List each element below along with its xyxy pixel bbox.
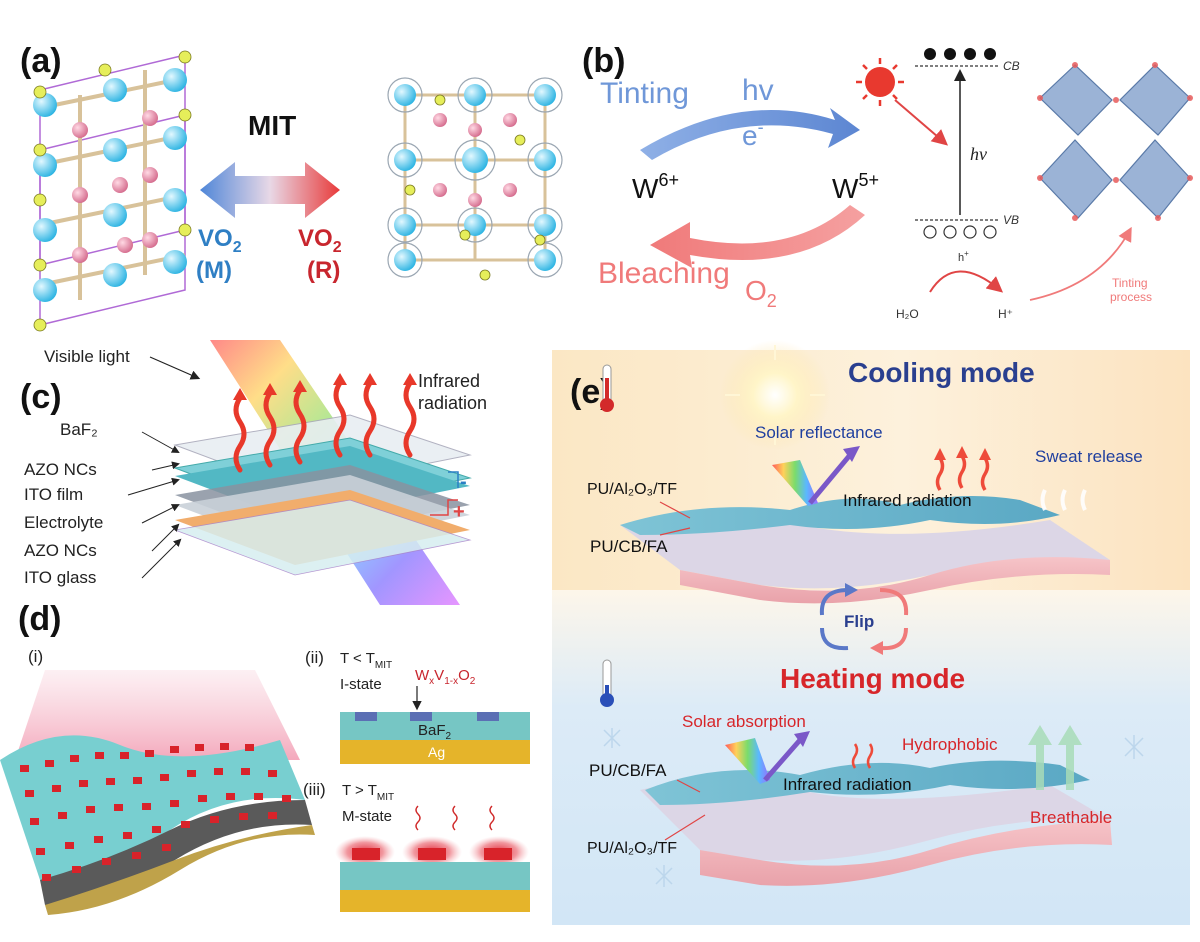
plus-sign: + [453, 501, 465, 523]
pu-cb-fa-top-label: PU/CB/FA [590, 537, 668, 556]
panel-c: (c) Visible light Infr [20, 340, 487, 605]
m-state-waves [415, 805, 495, 831]
solar-reflectance-label: Solar reflectance [755, 423, 883, 442]
bleaching-arrow [650, 205, 865, 268]
w6-label: W6+ [632, 170, 679, 204]
infrared-radiation-top-label: Infrared radiation [843, 491, 972, 510]
sun-glow [720, 340, 830, 450]
layer-labels: BaF₂ AZO NCs ITO film Electrolyte AZO NC… [24, 420, 103, 587]
electron-label: e- [742, 117, 764, 151]
infrared-arrows-heating [851, 743, 874, 769]
vo2-m-lattice [33, 50, 192, 332]
infrared-radiation-bottom-label: Infrared radiation [783, 775, 912, 794]
vo2-r-formula: VO2 [298, 225, 342, 256]
cond-iii: T > TMIT [342, 782, 394, 803]
pu-cb-fa-bottom-label: PU/CB/FA [589, 761, 667, 780]
bleaching-label: Bleaching [598, 257, 730, 290]
sweat-release-label: Sweat release [1035, 447, 1143, 466]
svg-text:Electrolyte: Electrolyte [24, 513, 103, 532]
metasurface [0, 735, 315, 915]
breathable-arrows [1028, 725, 1082, 790]
svg-text:ITO film: ITO film [24, 485, 83, 504]
svg-text:ITO glass: ITO glass [24, 568, 96, 587]
o2-label: O2 [745, 275, 777, 311]
breathable-label: Breathable [1030, 808, 1112, 827]
panel-d-sub-ii: (ii) [305, 648, 324, 667]
m-state-label: M-state [342, 808, 392, 825]
cond-ii: T < TMIT [340, 650, 392, 671]
i-state-stack: BaF2 Ag [340, 712, 530, 764]
m-state-stack [335, 836, 530, 912]
panel-d-sub-iii: (iii) [303, 780, 326, 799]
panel-b: (b) Tinting hv e- W6+ W5+ Bleaching O2 C… [582, 42, 1193, 321]
panel-b-label: (b) [582, 42, 625, 80]
band-hv-label: hv [970, 144, 987, 164]
panel-e: (e) Cooling mode Solar reflectance [552, 340, 1190, 925]
tinting-arrow [640, 108, 860, 160]
flip-label: Flip [844, 612, 874, 631]
cb-label: CB [1003, 59, 1020, 73]
mit-label: MIT [248, 110, 296, 141]
vo2-m-state: (M) [196, 257, 232, 284]
solar-reflect-beam [772, 460, 818, 506]
minus-sign: - [460, 471, 467, 493]
pu-al2o3-tf-bottom-label: PU/Al₂O₃/TF [587, 840, 677, 857]
svg-text:BaF₂: BaF₂ [60, 420, 98, 439]
heating-mode-title: Heating mode [780, 663, 965, 694]
vo2-m-formula: VO2 [198, 225, 242, 256]
vo2-r-state: (R) [307, 257, 340, 284]
wo6-octahedra [1037, 62, 1193, 221]
ag-label: Ag [428, 744, 445, 760]
panel-d-sub-i: (i) [28, 647, 43, 666]
panel-d: (d) (i) (ii) T < TMIT I-state WxV1-xO2 B… [0, 600, 530, 915]
baf2-label: BaF2 [418, 722, 452, 742]
thermometer-hot-icon [600, 364, 614, 412]
i-state-label: I-state [340, 676, 382, 693]
cooling-fabric [620, 496, 1110, 604]
hydrophobic-label: Hydrophobic [902, 735, 998, 754]
solar-absorb-beam [725, 738, 770, 784]
vb-label: VB [1003, 213, 1019, 227]
panel-d-label: (d) [18, 600, 61, 638]
panel-c-label: (c) [20, 378, 62, 416]
hplus-label: H⁺ [998, 307, 1013, 321]
snowflake-icon [603, 728, 1144, 887]
panel-a-label: (a) [20, 42, 62, 80]
infrared-arrows [233, 373, 417, 473]
mit-double-arrow [200, 162, 340, 218]
hv-label: hv [742, 74, 774, 107]
sun-icon [856, 58, 904, 106]
cooling-mode-title: Cooling mode [848, 357, 1035, 388]
hole-label: h+ [958, 249, 969, 264]
light-arrow [894, 99, 949, 146]
pu-al2o3-tf-top-label: PU/Al₂O₃/TF [587, 481, 677, 498]
thermometer-cold-icon [600, 659, 614, 707]
svg-text:AZO NCs: AZO NCs [24, 541, 97, 560]
vo2-r-lattice [387, 77, 563, 281]
svg-text:AZO NCs: AZO NCs [24, 460, 97, 479]
wxv-formula: WxV1-xO2 [415, 667, 476, 687]
w5-label: W5+ [832, 170, 879, 204]
device-stack [173, 414, 472, 576]
solar-absorption-label: Solar absorption [682, 712, 806, 731]
panel-a: (a) [20, 42, 563, 332]
flip-icon [819, 583, 909, 655]
infrared-arrows-cooling [934, 446, 991, 491]
visible-light-label: Visible light [44, 347, 130, 366]
h2o-label: H₂O [896, 307, 919, 321]
tinting-label: Tinting [600, 77, 689, 110]
